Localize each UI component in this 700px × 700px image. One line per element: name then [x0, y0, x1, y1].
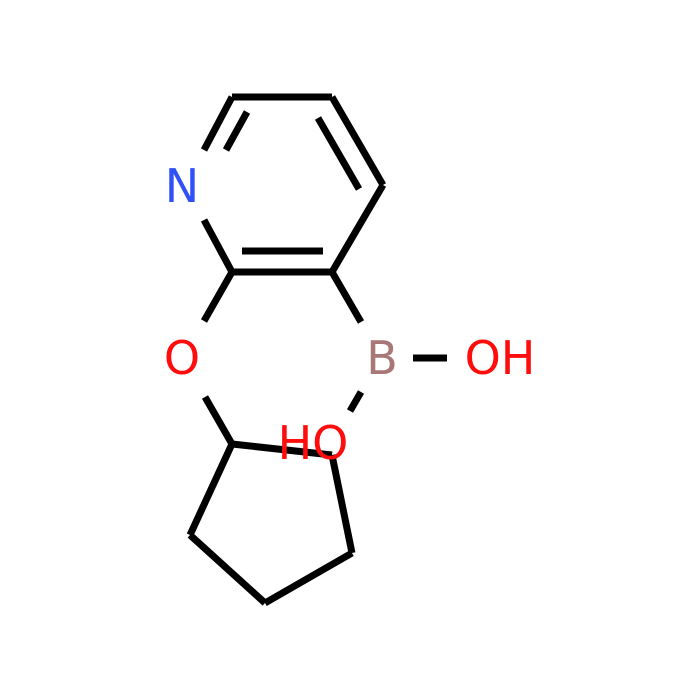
bond-c2-o [200, 270, 236, 323]
bond-o-cp1 [201, 395, 236, 446]
atom-ether-oxygen: O [164, 331, 200, 385]
bond-c4-c3 [328, 183, 387, 274]
bond-c3-b [328, 270, 365, 324]
atom-hydroxyl-lower: HO [278, 416, 349, 470]
bond-cp4-cp5 [187, 532, 268, 606]
bond-c5-c4 [328, 95, 387, 187]
bond-c5-c4-inner [314, 116, 363, 191]
bond-n-c6-inner [222, 110, 251, 152]
atom-boron: B [366, 331, 398, 385]
bond-cp5-cp1 [186, 442, 236, 537]
atom-nitrogen: N [165, 159, 199, 213]
bond-cp3-cp4 [263, 549, 354, 607]
bond-n-c6 [200, 95, 236, 152]
bond-b-oh2 [346, 390, 365, 413]
bond-cp1-cp2 [231, 440, 333, 459]
bond-c2-n [200, 218, 236, 274]
bond-cp2-cp3 [328, 454, 356, 554]
atom-hydroxyl-right: OH [465, 331, 536, 385]
